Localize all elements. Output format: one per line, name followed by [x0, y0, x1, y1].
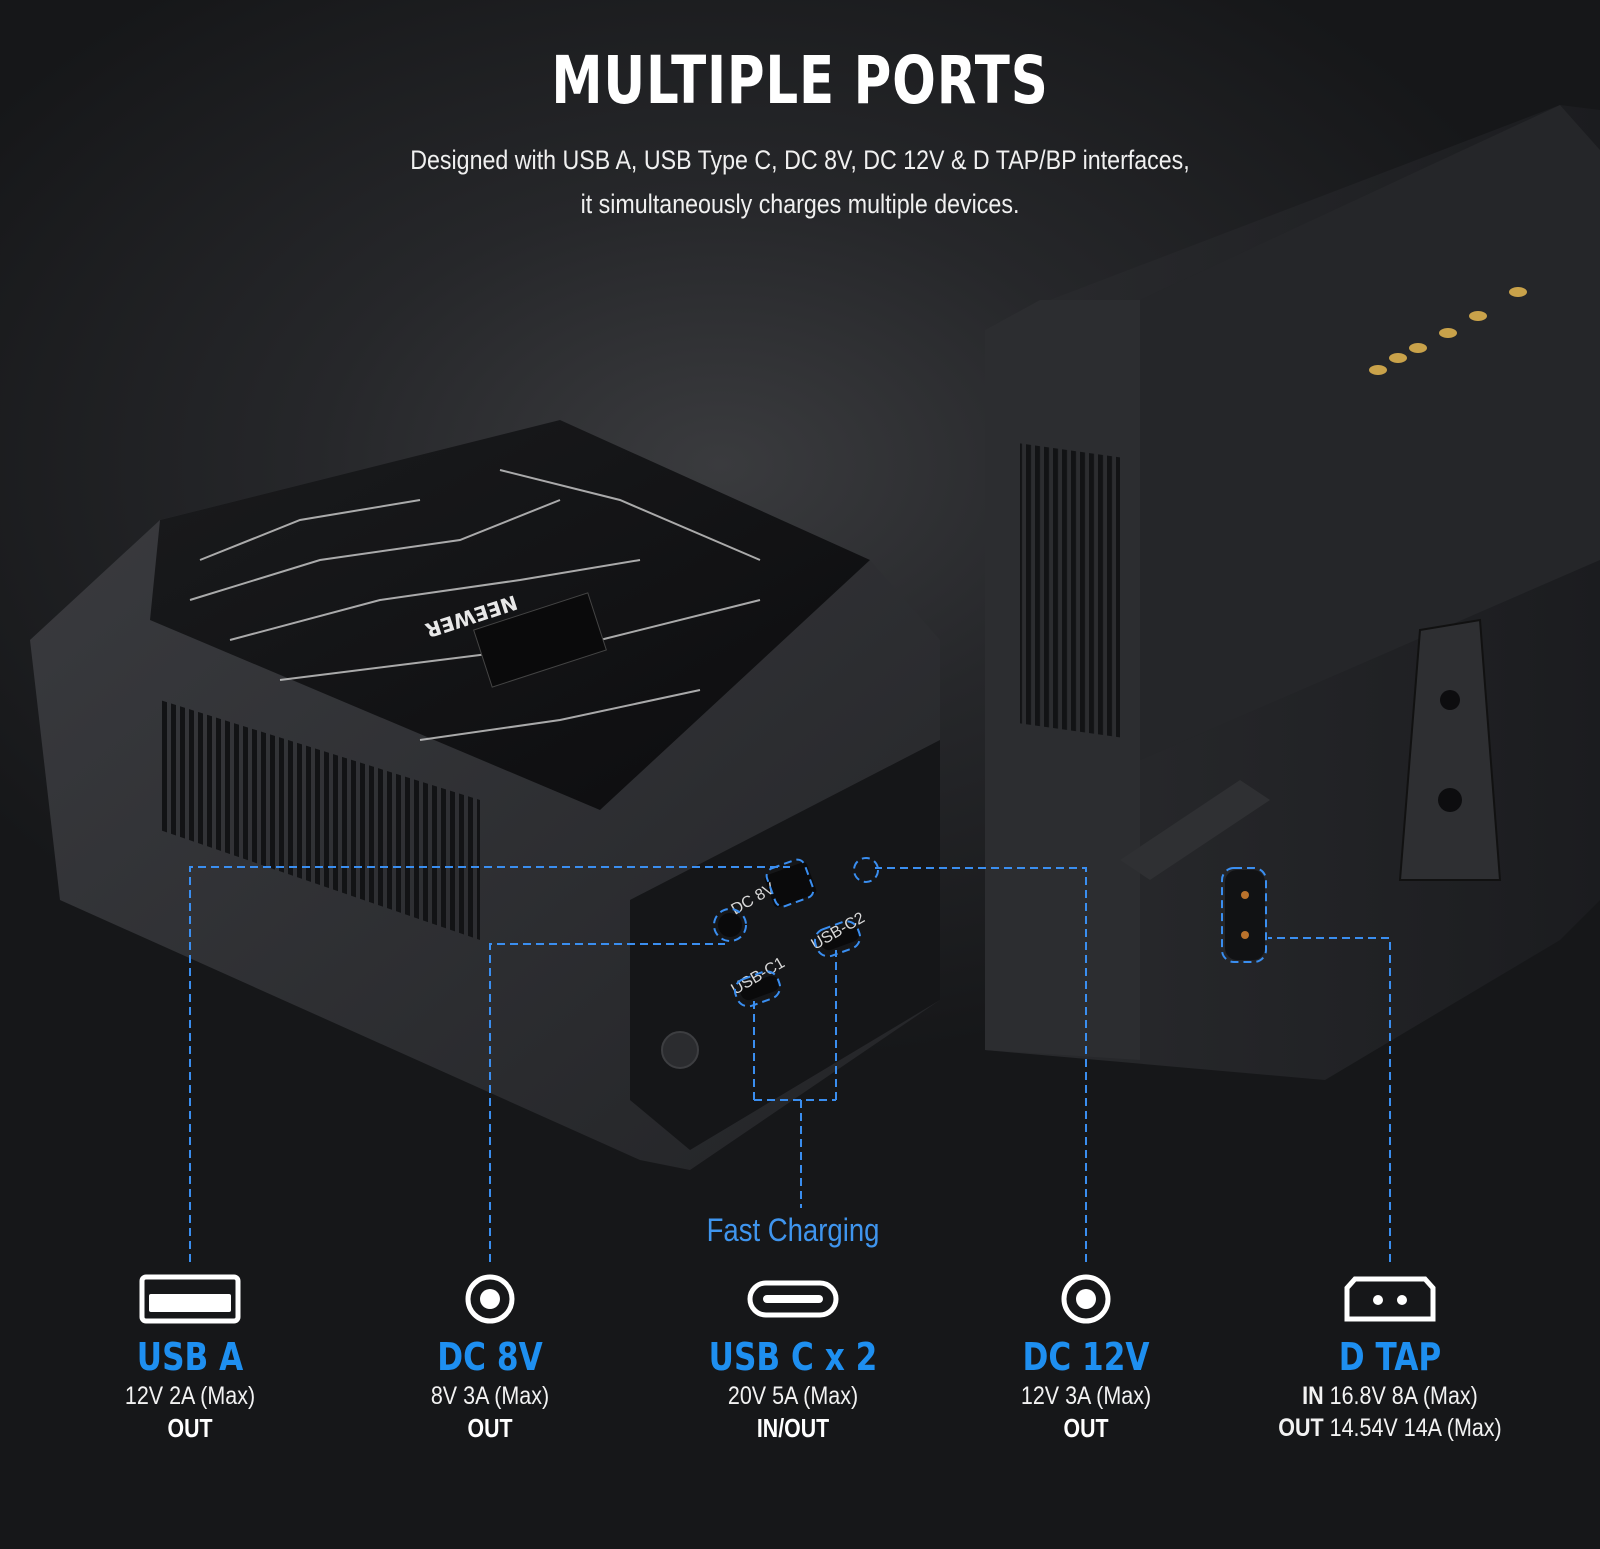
page-subtitle: Designed with USB A, USB Type C, DC 8V, … — [112, 138, 1488, 226]
port-usb-c: USB C x 2 20V 5A (Max) IN/OUT — [643, 1270, 943, 1444]
port-spec-out: OUT 14.54V 14A (Max) — [1261, 1412, 1519, 1444]
out-spec: 14.54V 14A (Max) — [1329, 1414, 1502, 1442]
dc-jack-icon — [340, 1270, 640, 1328]
usb-a-icon — [40, 1270, 340, 1328]
port-spec: 12V 2A (Max) — [124, 1382, 256, 1410]
in-label: IN — [1302, 1382, 1324, 1410]
battery-right — [985, 105, 1600, 1080]
page-title: MULTIPLE PORTS — [551, 42, 1049, 119]
out-label: OUT — [1278, 1414, 1324, 1442]
port-spec: 12V 3A (Max) — [1020, 1382, 1152, 1410]
port-name: USB A — [136, 1335, 244, 1379]
in-spec: 16.8V 8A (Max) — [1329, 1382, 1478, 1410]
port-direction: IN/OUT — [756, 1413, 830, 1443]
port-spec: 8V 3A (Max) — [430, 1382, 550, 1410]
subtitle-line-2: it simultaneously charges multiple devic… — [580, 189, 1020, 219]
usb-c-icon — [643, 1270, 943, 1328]
callout-lines — [189, 857, 1391, 1262]
port-name: USB C x 2 — [708, 1335, 878, 1379]
port-name: DC 12V — [1022, 1335, 1150, 1379]
port-usb-a: USB A 12V 2A (Max) OUT — [40, 1270, 340, 1444]
port-name: DC 8V — [437, 1335, 543, 1379]
fast-charging-label: Fast Charging — [706, 1212, 880, 1248]
port-d-tap: D TAP IN 16.8V 8A (Max) OUT 14.54V 14A (… — [1240, 1270, 1540, 1444]
battery-contacts — [1369, 287, 1527, 375]
circuit-pattern — [189, 469, 761, 741]
port-spec-in: IN 16.8V 8A (Max) — [1261, 1380, 1519, 1412]
port-name: D TAP — [1338, 1335, 1442, 1379]
port-dc-8v: DC 8V 8V 3A (Max) OUT — [340, 1270, 640, 1444]
port-direction: OUT — [467, 1413, 513, 1443]
dc-jack-icon — [936, 1270, 1236, 1328]
d-tap-icon — [1240, 1270, 1540, 1328]
port-direction: OUT — [167, 1413, 213, 1443]
subtitle-line-1: Designed with USB A, USB Type C, DC 8V, … — [410, 145, 1190, 175]
battery-left: DC 8V USB-C1 USB-C2 NEEWER — [30, 420, 940, 1170]
port-direction: OUT — [1063, 1413, 1109, 1443]
port-spec: 20V 5A (Max) — [727, 1382, 859, 1410]
port-dc-12v: DC 12V 12V 3A (Max) OUT — [936, 1270, 1236, 1444]
